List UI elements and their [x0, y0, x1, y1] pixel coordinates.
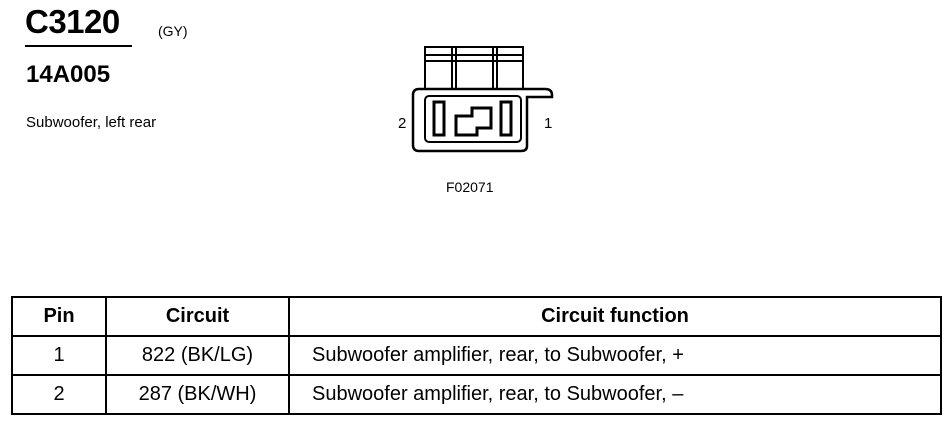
pinout-header-row: Pin Circuit Circuit function: [11, 296, 942, 337]
header-pin: Pin: [11, 296, 107, 337]
cell-circuit-function: Subwoofer amplifier, rear, to Subwoofer,…: [288, 374, 942, 415]
latch-outline: [424, 46, 524, 94]
cell-pin: 1: [11, 335, 107, 376]
connector-description: Subwoofer, left rear: [26, 114, 157, 131]
terminal-pin-2: [432, 100, 446, 137]
part-number: 14A005: [26, 61, 111, 88]
connector-top-latch: [424, 46, 524, 94]
connector-cavity: [424, 95, 522, 143]
connector-color-code: (GY): [158, 23, 188, 39]
connector-face-drawing: [411, 46, 554, 153]
header-circuit: Circuit: [105, 296, 290, 337]
title-underline: [25, 45, 132, 47]
table-row: 1 822 (BK/LG) Subwoofer amplifier, rear,…: [11, 335, 942, 376]
figure-code: F02071: [446, 179, 494, 195]
connector-id: C3120: [25, 3, 120, 40]
cell-circuit-function: Subwoofer amplifier, rear, to Subwoofer,…: [288, 335, 942, 376]
cell-circuit: 287 (BK/WH): [105, 374, 290, 415]
table-row: 2 287 (BK/WH) Subwoofer amplifier, rear,…: [11, 374, 942, 415]
header-circuit-function: Circuit function: [288, 296, 942, 337]
pinout-table: Pin Circuit Circuit function 1 822 (BK/L…: [11, 296, 942, 415]
pin-2-label: 2: [398, 115, 407, 132]
keying-feature: [454, 106, 493, 137]
pin-1-label: 1: [544, 115, 553, 132]
connector-body: [411, 87, 554, 153]
cell-pin: 2: [11, 374, 107, 415]
terminal-pin-1: [499, 100, 513, 137]
cell-circuit: 822 (BK/LG): [105, 335, 290, 376]
